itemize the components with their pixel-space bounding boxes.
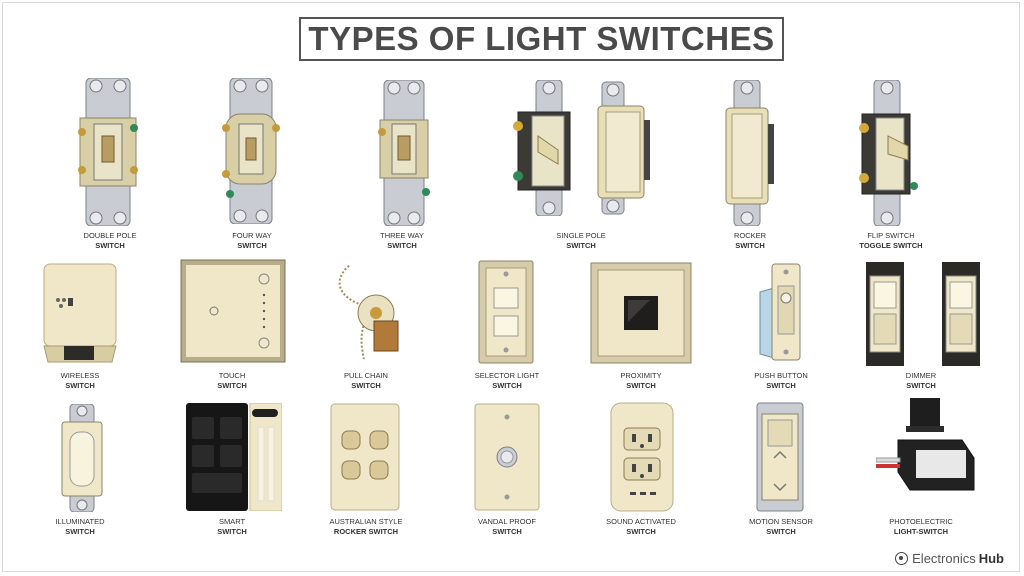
smart-switch-image [186,403,282,511]
brand-name-bold: Hub [978,551,1004,566]
push-button-switch-image [759,263,801,361]
proximity-switch-image [590,262,692,364]
flip-toggle-switch-image [859,80,918,226]
brand-icon [895,552,909,565]
four-way-switch-image [222,78,280,224]
touch-switch-image [180,259,286,363]
pull-chain-switch-image [338,264,399,360]
single-pole-switch-image [513,80,650,216]
australian-rocker-switch-image [330,403,400,511]
brand-name: Electronics [912,551,976,566]
sound-activated-switch-image [610,402,674,512]
title-box: TYPES OF LIGHT SWITCHES [299,17,784,61]
wireless-switch-image [43,263,117,363]
photoelectric-switch-image [876,398,975,491]
motion-sensor-switch-image [756,402,804,512]
rocker-switch-image [725,80,774,226]
double-pole-switch-image [78,78,138,226]
page-title: TYPES OF LIGHT SWITCHES [308,20,775,57]
three-way-switch-image [378,80,430,226]
dimmer-switch-image [866,262,980,366]
selector-light-switch-image [478,260,534,364]
vandal-proof-switch-image [474,403,540,511]
illuminated-switch-image [61,404,103,512]
